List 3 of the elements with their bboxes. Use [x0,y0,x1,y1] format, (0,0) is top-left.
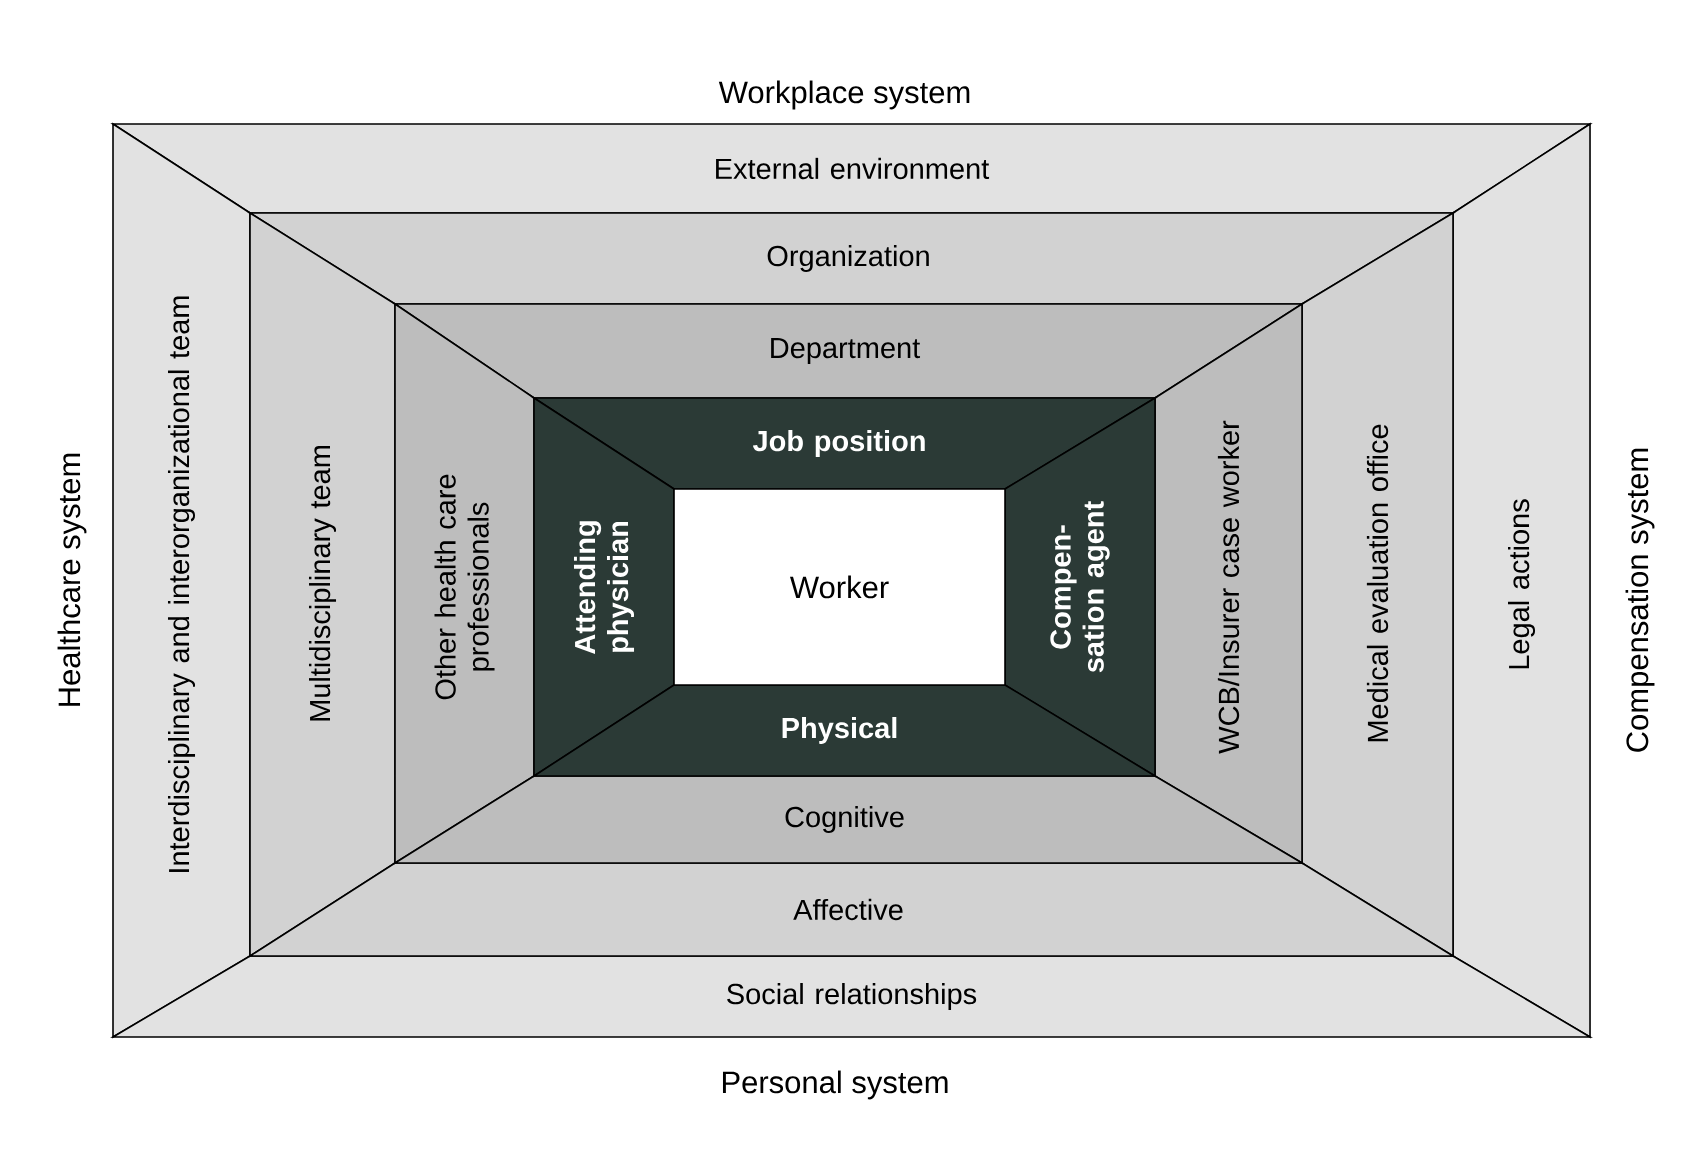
center-box: Worker [673,488,1006,686]
system-label: Compensation system [1625,448,1655,752]
system-label: Personal system [723,1070,948,1100]
